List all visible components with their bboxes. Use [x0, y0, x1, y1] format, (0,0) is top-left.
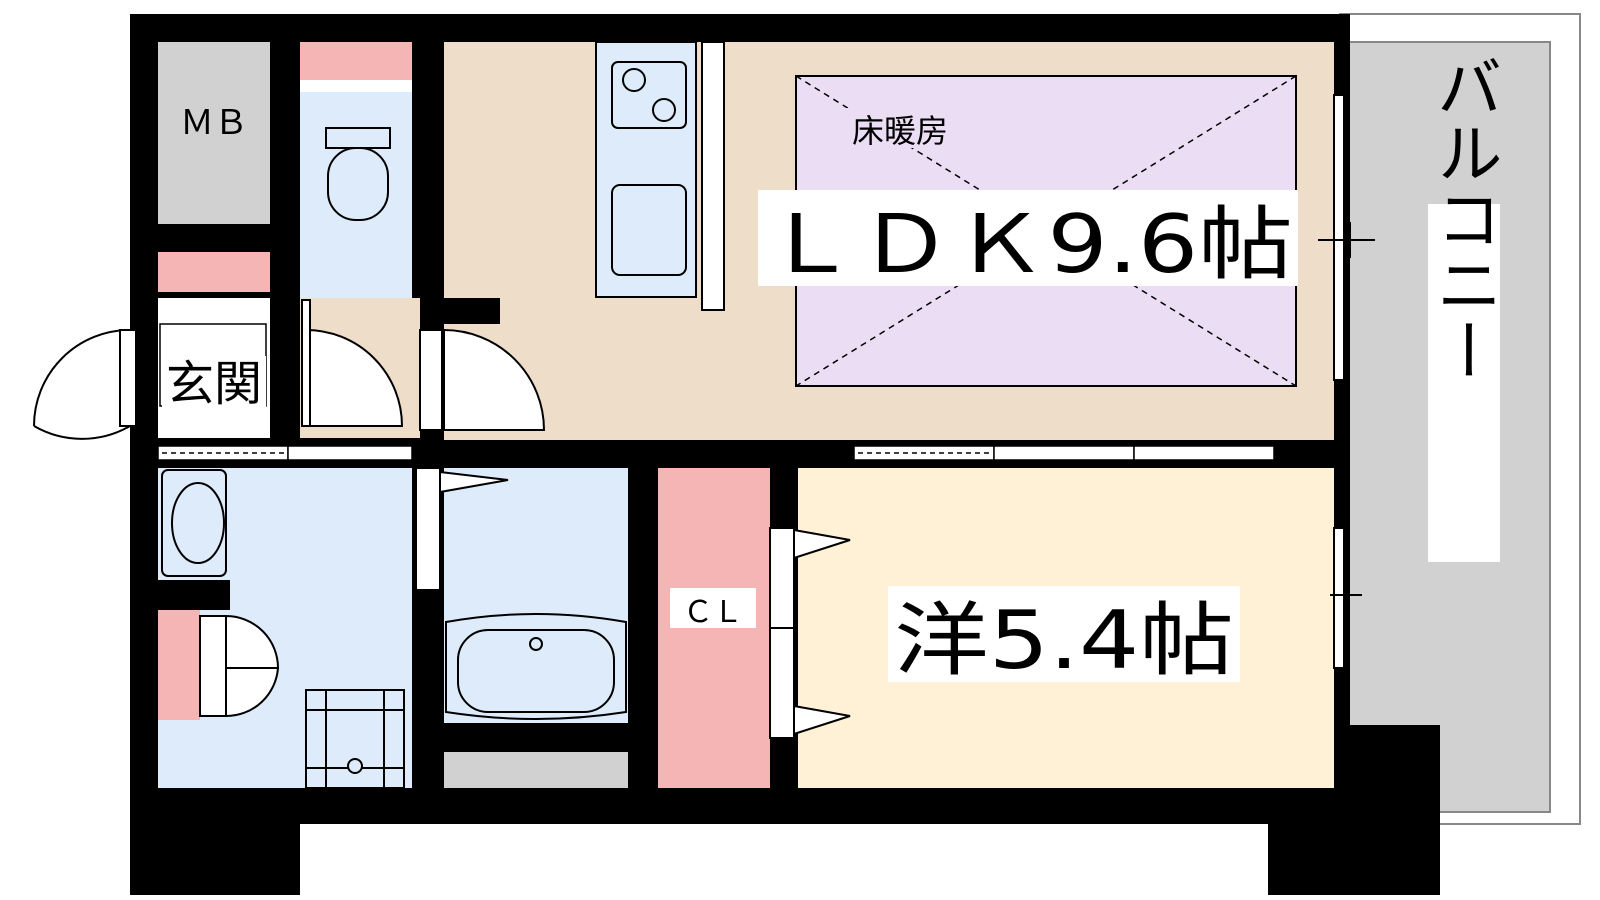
entrance-label: 玄関 — [166, 356, 262, 412]
stove-burner-icon — [652, 98, 676, 122]
toilet-tank-icon — [325, 127, 391, 149]
floor-heating-label: 床暖房 — [852, 112, 948, 150]
balcony-label: バルコニー — [1426, 53, 1503, 383]
toilet-room — [300, 42, 412, 298]
balcony-label-backdrop — [1428, 204, 1500, 562]
sliding-door — [853, 445, 1275, 461]
ldk-door — [419, 329, 443, 431]
hallway — [300, 298, 546, 438]
balcony — [1339, 13, 1581, 825]
kitchen-counter — [595, 41, 725, 311]
floor-heating-label-backdrop — [836, 108, 964, 148]
hallway-door — [301, 299, 311, 427]
sink-icon — [611, 184, 687, 276]
washroom — [157, 445, 413, 789]
toilet-seat-icon — [327, 147, 389, 221]
ldk-window — [1333, 94, 1345, 381]
meter-box-label: ＭＢ — [180, 103, 248, 143]
closet-label-backdrop — [670, 588, 756, 628]
meter-box — [158, 42, 270, 224]
ldk-label: ＬＤＫ9.6帖 — [763, 198, 1293, 291]
western-label-backdrop — [888, 586, 1240, 682]
closet-label: ＣＬ — [683, 595, 743, 630]
stove-burner-icon — [622, 68, 646, 92]
bathroom — [415, 467, 628, 788]
ldk-label-backdrop — [758, 190, 1298, 286]
entrance-door — [119, 329, 137, 427]
entrance-label-backdrop — [162, 356, 266, 408]
shoe-storage — [158, 252, 270, 292]
western-room-label: 洋5.4帖 — [894, 594, 1234, 687]
